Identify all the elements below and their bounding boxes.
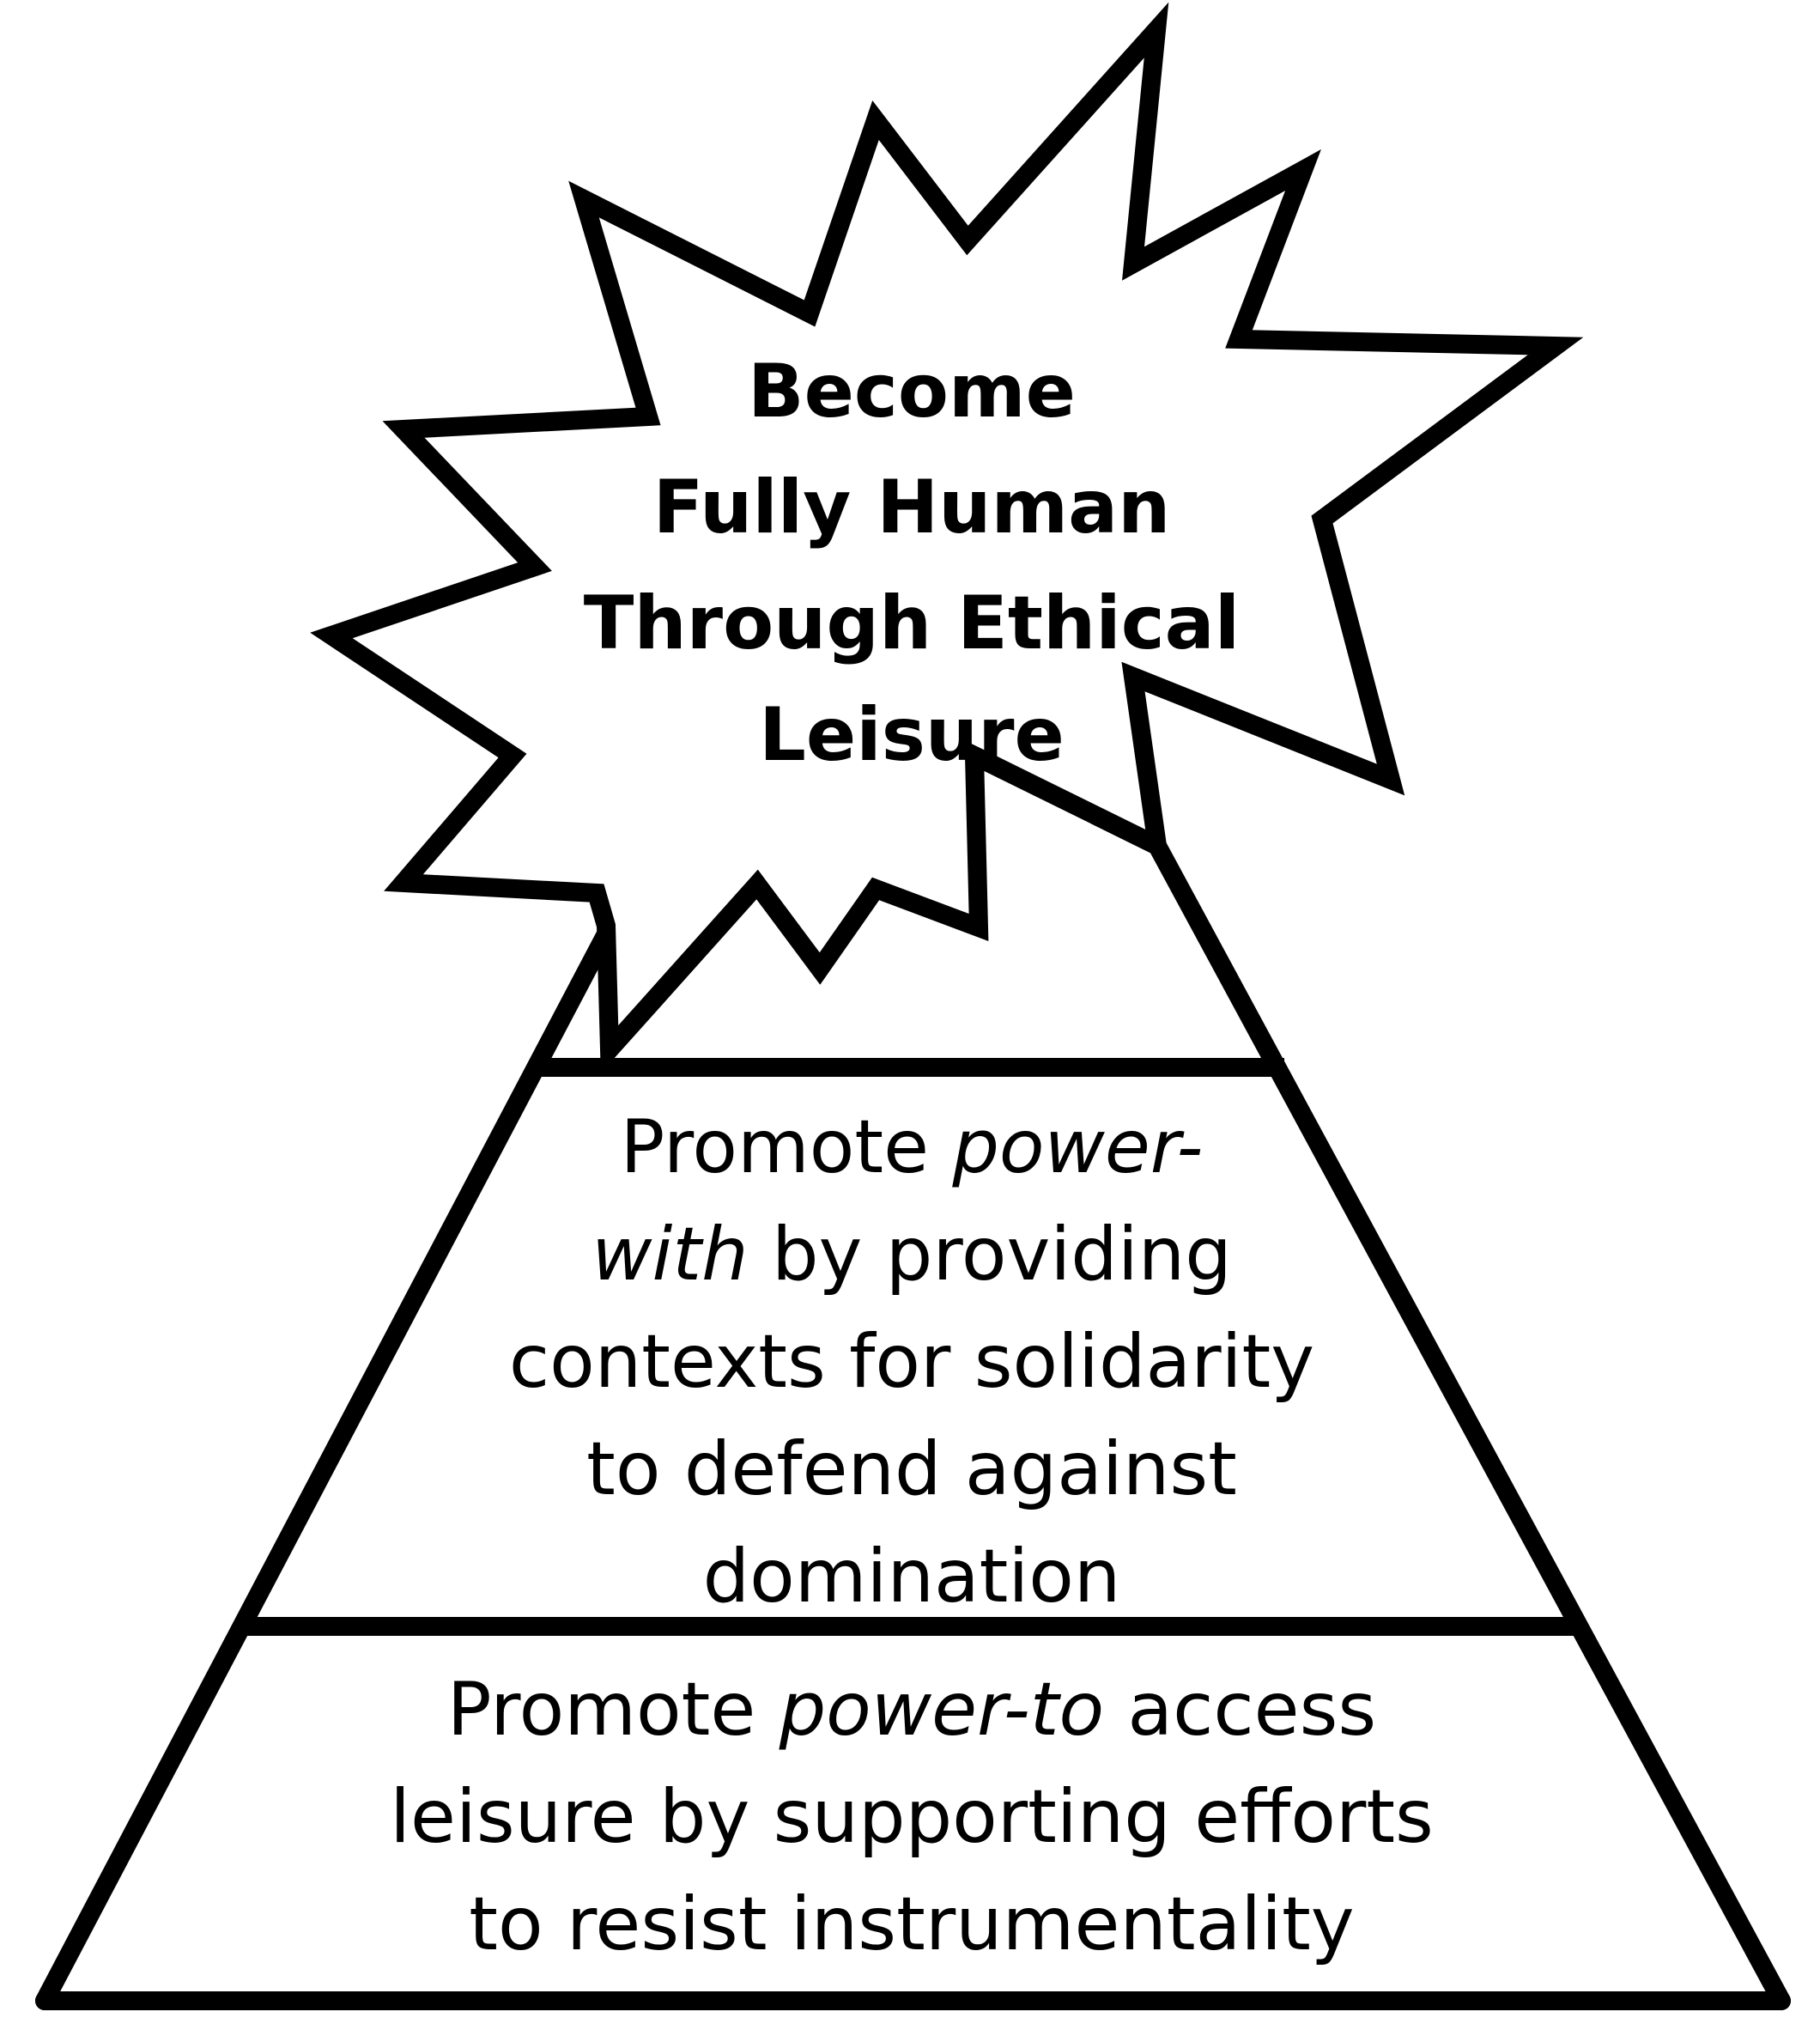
middle-tier-line-4: to defend against [586, 1426, 1237, 1512]
starburst-line-4: Leisure [759, 692, 1065, 778]
bottom-tier-line-3: to resist instrumentality [469, 1881, 1354, 1967]
middle-tier-line-4-segment: to defend against [586, 1426, 1237, 1512]
bottom-tier-line-3-segment: to resist instrumentality [469, 1881, 1354, 1967]
middle-tier-line-1: Promote power- [621, 1104, 1204, 1190]
bottom-tier-line-1-segment: access [1104, 1667, 1376, 1753]
pyramid [35, 836, 1791, 2010]
middle-tier-line-1-segment: power- [951, 1104, 1203, 1190]
bottom-tier-line-2-segment: leisure by supporting efforts [390, 1774, 1434, 1860]
middle-tier-line-2-segment: by providing [749, 1212, 1232, 1298]
bottom-tier-line-2: leisure by supporting efforts [390, 1774, 1434, 1860]
bottom-tier-line-1-segment: Promote [447, 1667, 780, 1753]
starburst-line-3: Through Ethical [584, 580, 1240, 666]
middle-tier-line-5: domination [703, 1534, 1121, 1620]
middle-tier-line-2-segment: with [592, 1212, 748, 1298]
middle-tier-line-1-segment: Promote [621, 1104, 953, 1190]
middle-tier-line-5-segment: domination [703, 1534, 1121, 1620]
middle-tier-line-3: contexts for solidarity [509, 1319, 1314, 1405]
middle-tier-line-2: with by providing [592, 1212, 1232, 1298]
starburst-shape [310, 2, 1584, 1073]
bottom-tier-text: Promote power-to access leisure by suppo… [390, 1667, 1434, 1967]
pyramid-right-side [1148, 836, 1791, 2010]
bottom-tier-line-1: Promote power-to access [447, 1667, 1376, 1753]
pyramid-left-side [35, 918, 619, 2010]
middle-tier-line-3-segment: contexts for solidarity [509, 1319, 1314, 1405]
starburst-line-2: Fully Human [653, 465, 1171, 550]
bottom-tier-line-1-segment: power-to [779, 1667, 1104, 1753]
middle-tier-text: Promote power- with by providing context… [509, 1104, 1314, 1620]
starburst-line-1: Become [748, 349, 1076, 435]
